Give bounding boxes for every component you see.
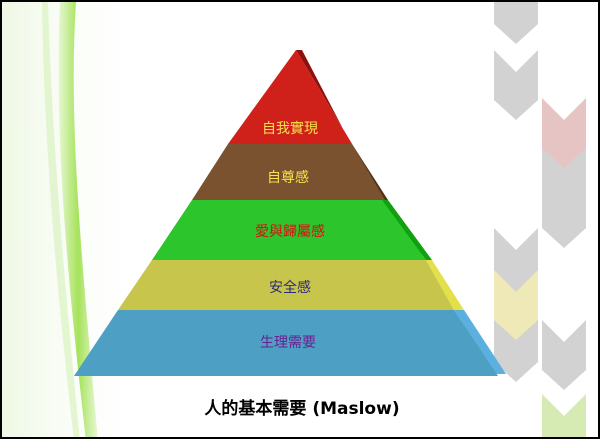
layer-front	[192, 144, 385, 200]
layer-front	[152, 200, 426, 260]
pyramid-layer-physiological: 生理需要	[74, 310, 506, 376]
chevron-icon	[494, 270, 538, 340]
pyramid-layer-esteem: 自尊感	[192, 144, 388, 200]
layer-front	[118, 260, 454, 310]
layer-front	[74, 310, 498, 376]
layer-label: 自我實現	[262, 120, 318, 137]
chevron-icon	[494, 2, 538, 44]
pyramid-layer-love-belonging: 愛與歸屬感	[152, 200, 432, 260]
pyramid-layer-self-actualization: 自我實現	[228, 50, 354, 150]
layer-front	[228, 50, 352, 144]
layer-side	[426, 260, 464, 310]
layer-label: 自尊感	[267, 169, 309, 186]
chevron-icon	[542, 320, 586, 390]
layer-label: 愛與歸屬感	[255, 223, 325, 240]
green-brush-stroke	[58, 2, 98, 437]
green-brush-stroke-thin	[42, 2, 80, 437]
chevron-icon	[542, 394, 586, 437]
layer-side	[454, 310, 506, 374]
layer-label: 安全感	[269, 279, 311, 296]
layer-label: 生理需要	[260, 335, 316, 351]
pyramid-layer-safety: 安全感	[118, 260, 464, 310]
chevron-icon	[542, 98, 586, 168]
chevron-column-b	[542, 142, 586, 390]
chevron-icon	[494, 228, 538, 298]
chevron-icon	[542, 178, 586, 248]
diagram-caption: 人的基本需要 (Maslow)	[204, 399, 400, 419]
chevron-icon	[494, 50, 538, 120]
